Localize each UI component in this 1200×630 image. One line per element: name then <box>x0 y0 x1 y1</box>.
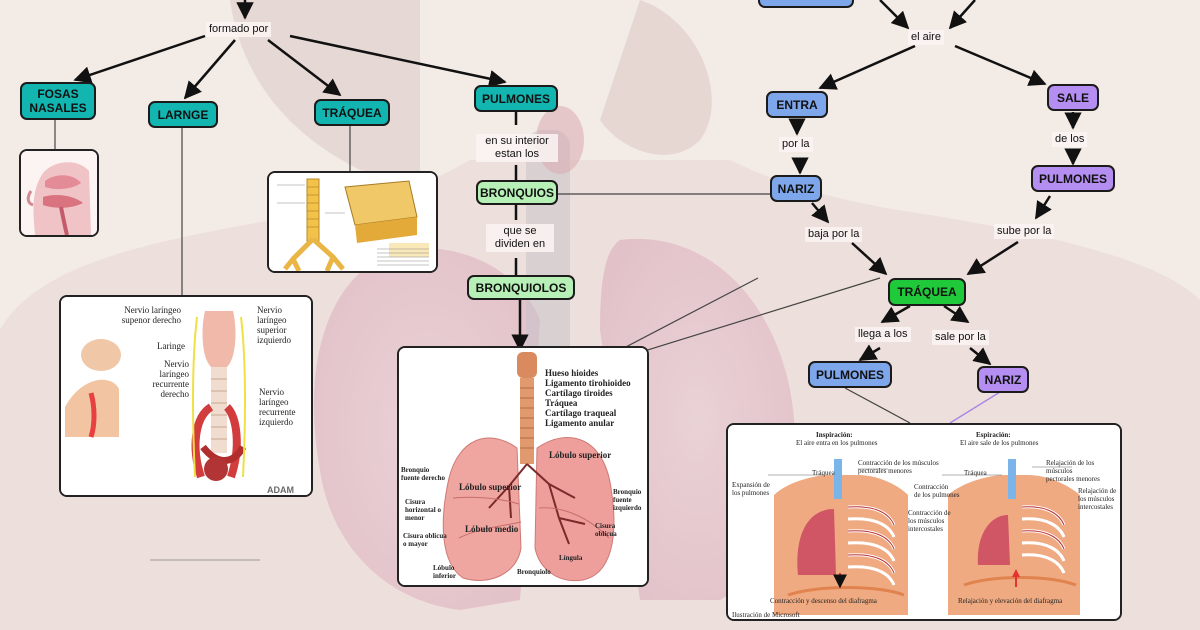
breath-contr-pulm: Contracción de los pulmones <box>914 483 960 499</box>
node-bronquios: BRONQUIOS <box>476 180 558 205</box>
label-sube-por-la: sube por la <box>994 224 1055 239</box>
trachea-image <box>267 171 438 273</box>
lung-label-cisura-ob2: Cisura oblícua <box>595 522 617 538</box>
breath-insp-sub: El aire entra en los pulmones <box>796 439 878 447</box>
larynx-label-4: Nervio laríngeo recurrente derecho <box>152 359 189 399</box>
lung-label-bronquio-der: Bronquio fuente derecho <box>401 466 445 482</box>
label-baja-por-la: baja por la <box>805 227 863 242</box>
label-de-los: de los <box>1052 132 1088 147</box>
breath-traquea-b: Tráquea <box>964 469 987 477</box>
larynx-nerves-panel: Nervio laríngeo supenor derecho Nervio l… <box>59 295 313 497</box>
node-sale: SALE <box>1047 84 1099 111</box>
lung-label-lob-medio: Lóbulo medio <box>465 524 519 534</box>
node-traquea-left: TRÁQUEA <box>314 99 390 126</box>
breath-relaj-pect: Relajación de los músculos pectorales me… <box>1046 459 1100 483</box>
label-el-aire: el aire <box>908 30 944 45</box>
lung-panel: Hueso hioides Ligamento tirohioideo Cart… <box>397 346 649 587</box>
lung-label-lob-sup-l: Lóbulo superior <box>549 450 612 460</box>
lung-label-cart-tiro: Cartílago tiroides <box>545 388 613 398</box>
node-nariz-bottom: NARIZ <box>977 366 1029 393</box>
label-que-se-dividen: que se dividen en <box>486 224 554 252</box>
label-llega-a-los: llega a los <box>855 327 911 342</box>
lung-label-hueso: Hueso hioides <box>545 368 599 378</box>
lung-label-lingula: Língula <box>559 554 583 562</box>
node-pulmones-bottom: PULMONES <box>808 361 892 388</box>
lung-label-lig-tiro: Ligamento tirohioideo <box>545 378 631 388</box>
breath-exp-sub: El aire sale de los pulmones <box>960 439 1039 447</box>
breath-relaj-inter: Relajación de los músculos intercostales <box>1078 487 1117 511</box>
node-entra: ENTRA <box>766 91 828 118</box>
label-por-la: por la <box>779 137 813 152</box>
larynx-label-3: Laringe <box>157 341 185 351</box>
nasal-cavity-image <box>19 149 99 237</box>
node-bronquiolos: BRONQUIOLOS <box>467 275 575 300</box>
lung-label-cisura-h: Cisura horizontal o menor <box>405 498 441 522</box>
lung-label-bronquio-izq: Bronquio fuente izquierdo <box>613 488 642 512</box>
adam-logo: ADAM <box>267 485 294 495</box>
lung-label-lig-anular: Ligamento anular <box>545 418 615 428</box>
lung-label-cisura-ob: Cisura oblicua o mayor <box>403 532 447 548</box>
breath-credit: Ilustración de Microsoft <box>732 611 800 619</box>
breath-exp-title: Espiración: <box>976 431 1011 439</box>
larynx-label-1: Nervio laríngeo supenor derecho <box>121 305 181 325</box>
breath-diafragma-b: Relajación y elevación del diafragma <box>958 597 1063 605</box>
node-pulmones-top: PULMONES <box>474 85 558 112</box>
breath-contr-musc: Contracción de los músculos pectorales m… <box>858 459 939 475</box>
node-top-cutoff <box>758 0 854 8</box>
node-nariz-top: NARIZ <box>770 175 822 202</box>
larynx-label-5: Nervio laríngeo recurrente izquierdo <box>259 387 296 427</box>
node-traquea-center: TRÁQUEA <box>888 278 966 306</box>
lung-label-traquea: Tráquea <box>545 398 578 408</box>
label-en-su-interior: en su interior estan los <box>476 134 558 162</box>
node-pulmones-right: PULMONES <box>1031 165 1115 192</box>
breath-exp-pulm: Expansión de los pulmones <box>732 481 770 497</box>
breathing-panel: Inspiración: El aire entra en los pulmon… <box>726 423 1122 621</box>
lung-label-cart-traq: Cartílago traqueal <box>545 408 617 418</box>
node-laringe: LARNGE <box>148 101 218 128</box>
breath-diafragma-a: Contracción y descenso del diafragma <box>770 597 877 605</box>
larynx-label-2: Nervio laríngeo superior izquierdo <box>257 305 291 345</box>
breath-traquea-a: Tráquea <box>812 469 835 477</box>
breath-contr-inter: Contracción de los músculos intercostale… <box>908 509 951 533</box>
label-sale-por-la: sale por la <box>932 330 989 345</box>
label-formado-por: formado por <box>206 22 272 37</box>
lung-label-lob-inf: Lóbulo inferior <box>433 564 456 580</box>
node-fosas-nasales: FOSAS NASALES <box>20 82 96 120</box>
lung-label-bronquiolo: Bronquiolo <box>517 568 551 576</box>
breath-insp-title: Inspiración: <box>816 431 853 439</box>
lung-label-lob-sup-r: Lóbulo superior <box>459 482 522 492</box>
